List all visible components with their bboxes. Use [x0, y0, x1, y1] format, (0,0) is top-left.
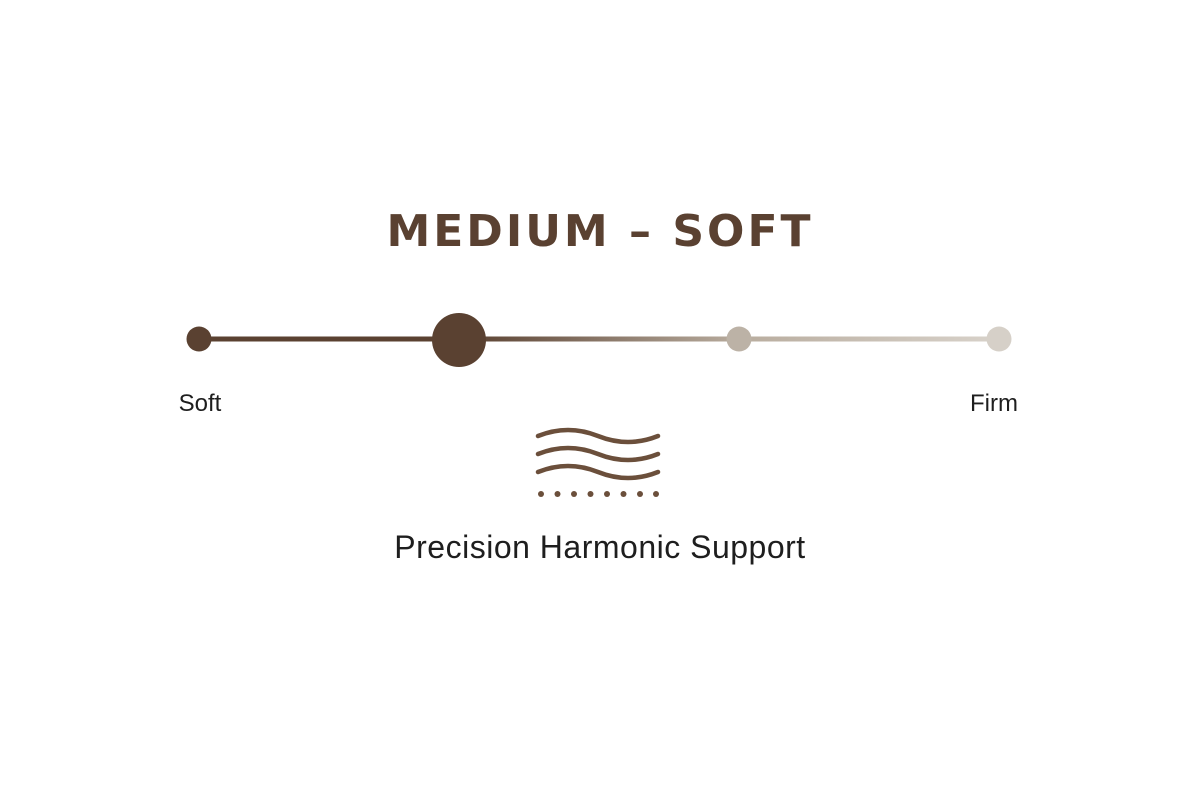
scale-min-label: Soft [178, 390, 222, 417]
scale-max-label: Firm [970, 390, 1018, 417]
firmness-stop-medium-soft [432, 313, 486, 367]
support-waves-icon [535, 427, 661, 497]
support-feature-label: Precision Harmonic Support [394, 529, 806, 565]
firmness-title: MEDIUM – SOFT [386, 206, 814, 257]
firmness-stop-soft [186, 326, 212, 352]
firmness-stop-medium-firm [726, 326, 752, 352]
firmness-stop-firm [986, 326, 1012, 352]
